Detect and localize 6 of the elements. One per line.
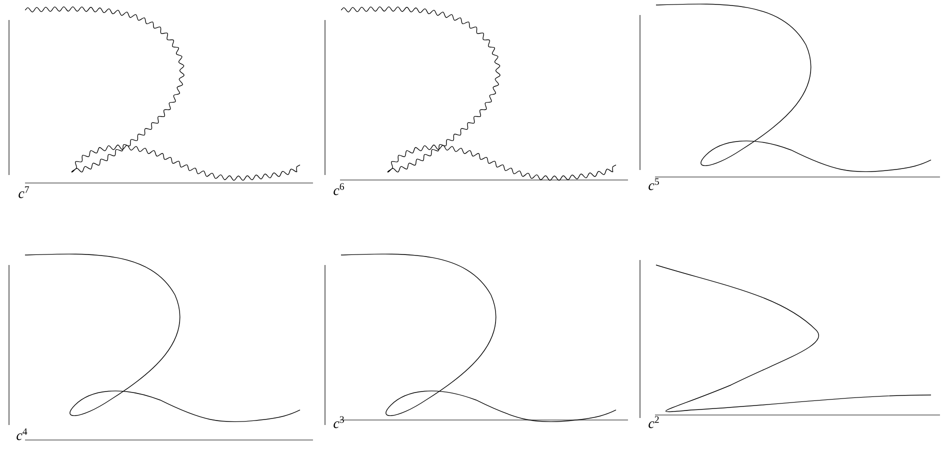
panel-label: c$^{7}$ (18, 186, 30, 198)
panel-label: c$^{3}$ (334, 416, 344, 428)
panel-label: c$^{5}$ (648, 178, 659, 190)
panel-label: c$^{6}$ (334, 183, 344, 196)
panel-label: c$^{4}$ (16, 428, 28, 440)
panel-label: c$^{2}$ (648, 416, 659, 428)
